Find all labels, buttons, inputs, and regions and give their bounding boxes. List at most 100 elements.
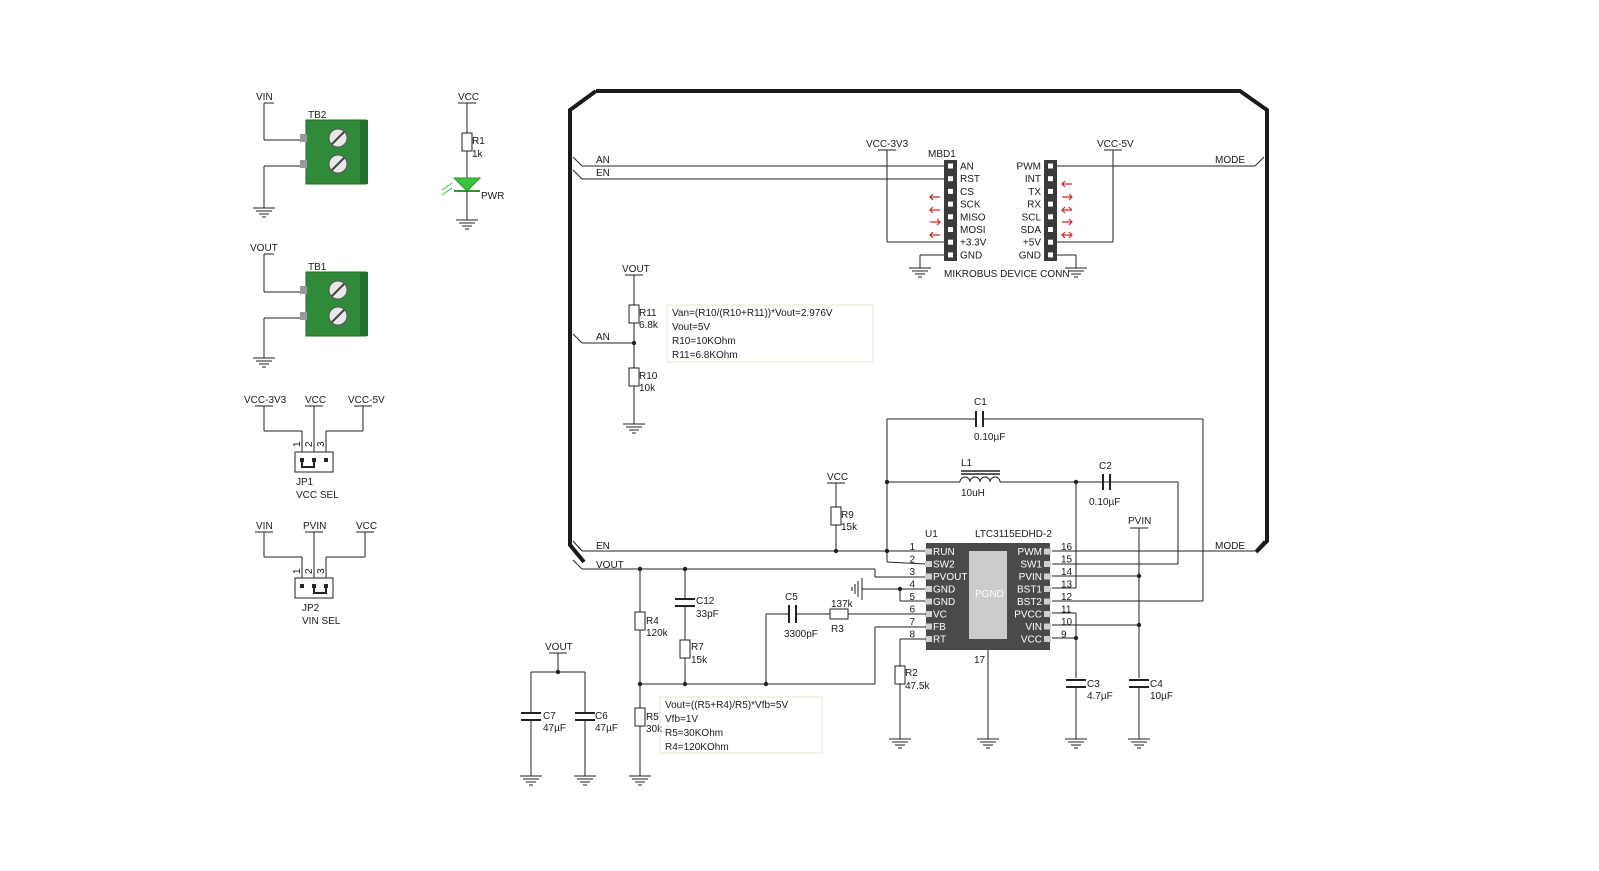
mikrobus-right-pin-label: GND — [1019, 250, 1041, 261]
u1-right-pin-pad — [1044, 636, 1051, 642]
an-note-line-4: R11=6.8KOhm — [672, 350, 738, 361]
net-an-top: AN — [596, 155, 610, 166]
mikrobus-right-pin-pad — [1048, 163, 1053, 169]
u1-right-pin-name: BST2 — [1017, 597, 1042, 608]
u1-right-pin-name: PWM — [1018, 547, 1042, 558]
r3-resistor — [829, 608, 849, 620]
r2-value: 47.5k — [905, 681, 930, 692]
u1-left-pin-name: GND — [933, 597, 955, 608]
r7-value: 15k — [691, 655, 708, 666]
u1-right-pin-number: 15 — [1061, 555, 1073, 566]
mikrobus-right-pin-label: INT — [1025, 174, 1041, 185]
u1-right-pin-pad — [1044, 586, 1051, 592]
r10-ref: R10 — [639, 371, 658, 382]
mikrobus-right-pin-label: TX — [1028, 187, 1041, 198]
u1-left-pin-name: RUN — [933, 547, 955, 558]
jumper-jp1: VCC-3V3 VCC VCC-5V 1 2 3 JP1 VCC SEL — [244, 395, 385, 501]
c4-value: 10µF — [1150, 691, 1173, 702]
u1-right-pin-name: BST1 — [1017, 585, 1042, 596]
c1-ref: C1 — [974, 397, 987, 408]
click-board-frame — [568, 89, 1269, 564]
u1-left-pin-number: 6 — [909, 605, 915, 616]
jp2-title: VIN SEL — [302, 616, 341, 627]
an-note-line-2: Vout=5V — [672, 322, 710, 333]
c5-value: 3300pF — [784, 629, 818, 640]
mikrobus-ref: MBD1 — [928, 149, 956, 160]
u1-left-pin-name: GND — [933, 585, 955, 596]
mikrobus-vcc-right: VCC-5V — [1097, 139, 1134, 150]
jp1-pin-2: 2 — [304, 441, 315, 447]
jp2-pin-1: 1 — [292, 568, 303, 574]
mikrobus-left-pin-label: MISO — [960, 212, 986, 223]
jp2-net-3: VCC — [356, 521, 377, 532]
mikrobus-right-pin-label: SCL — [1022, 212, 1042, 223]
u1-right-pin-number: 14 — [1061, 567, 1073, 578]
mikrobus-right-pin-label: SDA — [1020, 225, 1041, 236]
u1-left-pin-pad — [925, 573, 932, 580]
u1-right-pin-pad — [1044, 623, 1051, 630]
u1-right-pin-name: VCC — [1021, 635, 1042, 646]
r5-value: 30k — [646, 724, 663, 735]
jp1-title: VCC SEL — [296, 490, 339, 501]
u1-right-pin-pad — [1044, 548, 1051, 555]
mikrobus-right-pin-pad — [1048, 176, 1053, 182]
r1-resistor — [461, 132, 473, 152]
u1-right-pin-name: SW1 — [1020, 560, 1042, 571]
u1-left-pin-pad — [925, 598, 932, 605]
jp2-pin-3: 3 — [316, 568, 327, 574]
c1-value: 0.10µF — [974, 432, 1005, 443]
mikrobus-left-pin-label: MOSI — [960, 225, 986, 236]
r2-resistor — [894, 665, 906, 685]
r7-resistor — [679, 639, 691, 659]
u1-left-pin-number: 2 — [909, 555, 915, 566]
net-vout-main: VOUT — [596, 560, 624, 571]
r7-ref: R7 — [691, 642, 704, 653]
r9-resistor — [830, 506, 842, 526]
jp2-ref: JP2 — [302, 603, 320, 614]
u1-right-pin-number: 16 — [1061, 542, 1073, 553]
r9-ref: R9 — [841, 510, 854, 521]
u1-right-pin-name: PVIN — [1019, 572, 1042, 583]
r3-value: 137k — [831, 599, 854, 610]
r11-ref: R11 — [639, 308, 657, 319]
u1-left-pin-number: 5 — [909, 592, 915, 603]
r5-ref: R5 — [646, 712, 659, 723]
c6-ref: C6 — [595, 711, 608, 722]
tb1-net-label: VOUT — [250, 243, 278, 254]
u1-pad-label: PGND — [975, 589, 1004, 600]
r3-ref: R3 — [831, 624, 844, 635]
jp1-net-3: VCC-5V — [348, 395, 385, 406]
mikrobus-right-pin-pad — [1048, 188, 1053, 194]
mikrobus-right-pin-label: PWM — [1017, 162, 1041, 173]
r11-value: 6.8k — [639, 320, 659, 331]
led-vcc-label: VCC — [458, 92, 479, 103]
net-en-bottom: EN — [596, 541, 610, 552]
r2-ref: R2 — [905, 668, 918, 679]
mikrobus-left-pin-label: SCK — [960, 200, 981, 211]
tb2-net-label: VIN — [256, 92, 273, 103]
mikrobus-right-pin-pad — [1048, 201, 1053, 207]
u1-left-pin-number: 4 — [909, 580, 915, 591]
fb-note-line-2: Vfb=1V — [665, 714, 698, 725]
tb1-ref: TB1 — [308, 262, 327, 273]
u1-left-pin-number: 7 — [909, 617, 915, 628]
u1-pad-pin: 17 — [974, 655, 986, 666]
net-mode-top: MODE — [1215, 155, 1245, 166]
r10-resistor — [628, 367, 640, 387]
r10-value: 10k — [639, 383, 656, 394]
net-en-top: EN — [596, 168, 610, 179]
pvin-label: PVIN — [1128, 516, 1151, 527]
mikrobus-left-pin-label: GND — [960, 250, 982, 261]
u1-right-pin-name: VIN — [1025, 622, 1042, 633]
r1-value: 1k — [472, 149, 484, 160]
c7-ref: C7 — [543, 711, 556, 722]
r4-ref: R4 — [646, 616, 659, 627]
r11-resistor — [628, 304, 640, 324]
jumper-jp2: VIN PVIN VCC 1 2 3 JP2 VIN SEL — [255, 521, 377, 627]
c4-ref: C4 — [1150, 679, 1163, 690]
mikrobus-left-pin-pad — [948, 188, 953, 194]
r9-value: 15k — [841, 522, 858, 533]
l1-inductor — [959, 476, 1001, 483]
r4-resistor — [634, 611, 646, 631]
u1-right-pin-pad — [1044, 611, 1051, 617]
